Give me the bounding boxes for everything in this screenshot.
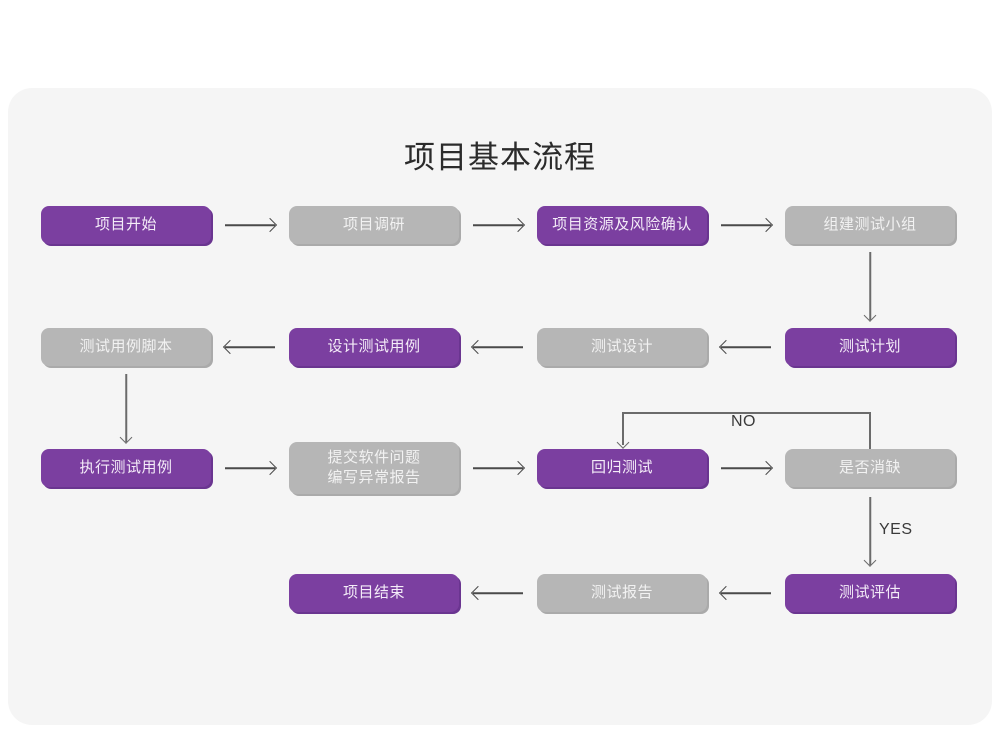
node-design-test-case[interactable]: 设计测试用例 bbox=[289, 328, 459, 366]
arrow-head-icon bbox=[262, 217, 278, 233]
arrow-plan-to-design bbox=[718, 337, 771, 357]
arrow-regression-to-decision bbox=[721, 458, 774, 478]
arrow-head-icon bbox=[718, 339, 734, 355]
arrow-line bbox=[473, 346, 523, 348]
arrow-head-icon bbox=[119, 431, 133, 444]
page-title: 项目基本流程 bbox=[404, 140, 596, 175]
node-build-test-team[interactable]: 组建测试小组 bbox=[785, 206, 955, 244]
node-resource-risk-confirm[interactable]: 项目资源及风险确认 bbox=[537, 206, 707, 244]
arrow-head-icon bbox=[758, 217, 774, 233]
arrow-casedesign-to-script bbox=[222, 337, 275, 357]
arrow-line bbox=[225, 224, 275, 226]
node-defect-cleared[interactable]: 是否消缺 bbox=[785, 449, 955, 487]
no-loop-horizontal bbox=[622, 412, 871, 414]
arrow-head-icon bbox=[510, 460, 526, 476]
arrow-line bbox=[125, 374, 127, 442]
node-submit-issue-report[interactable]: 提交软件问题 编写异常报告 bbox=[289, 442, 459, 494]
node-project-start[interactable]: 项目开始 bbox=[41, 206, 211, 244]
flowchart-card bbox=[8, 88, 992, 725]
node-test-report[interactable]: 测试报告 bbox=[537, 574, 707, 612]
arrow-head-icon bbox=[510, 217, 526, 233]
arrow-head-icon bbox=[470, 339, 486, 355]
arrow-head-icon bbox=[222, 339, 238, 355]
arrow-line bbox=[869, 497, 871, 565]
arrow-evaluation-to-report bbox=[718, 583, 771, 603]
no-loop-right-vertical bbox=[869, 412, 871, 449]
arrow-line bbox=[721, 346, 771, 348]
node-regression-test[interactable]: 回归测试 bbox=[537, 449, 707, 487]
arrow-head-icon bbox=[863, 554, 877, 567]
arrow-submit-to-regression bbox=[473, 458, 526, 478]
arrow-research-to-risk bbox=[473, 215, 526, 235]
arrow-decision-to-evaluation bbox=[862, 497, 878, 567]
node-test-case-script[interactable]: 测试用例脚本 bbox=[41, 328, 211, 366]
arrow-line bbox=[225, 467, 275, 469]
arrow-head-icon bbox=[470, 585, 486, 601]
arrow-line bbox=[473, 224, 523, 226]
arrow-start-to-research bbox=[225, 215, 278, 235]
node-test-plan[interactable]: 测试计划 bbox=[785, 328, 955, 366]
arrow-line bbox=[721, 224, 771, 226]
arrow-team-to-plan bbox=[862, 252, 878, 322]
arrow-testdesign-to-casedesign bbox=[470, 337, 523, 357]
edge-label-no: NO bbox=[731, 413, 756, 430]
arrow-script-to-execute bbox=[118, 374, 134, 444]
node-project-research[interactable]: 项目调研 bbox=[289, 206, 459, 244]
arrow-line bbox=[869, 252, 871, 320]
arrow-line bbox=[473, 592, 523, 594]
node-execute-test-case[interactable]: 执行测试用例 bbox=[41, 449, 211, 487]
arrow-head-icon bbox=[718, 585, 734, 601]
node-test-design[interactable]: 测试设计 bbox=[537, 328, 707, 366]
arrow-execute-to-submit bbox=[225, 458, 278, 478]
node-project-end[interactable]: 项目结束 bbox=[289, 574, 459, 612]
arrow-head-icon bbox=[863, 309, 877, 322]
arrow-risk-to-team bbox=[721, 215, 774, 235]
no-loop-left-vertical bbox=[622, 412, 624, 445]
arrow-head-icon bbox=[262, 460, 278, 476]
arrow-line bbox=[721, 592, 771, 594]
arrow-line bbox=[225, 346, 275, 348]
edge-label-yes: YES bbox=[879, 521, 913, 538]
arrow-report-to-end bbox=[470, 583, 523, 603]
node-test-evaluation[interactable]: 测试评估 bbox=[785, 574, 955, 612]
arrow-line bbox=[721, 467, 771, 469]
arrow-line bbox=[473, 467, 523, 469]
arrow-head-icon bbox=[758, 460, 774, 476]
